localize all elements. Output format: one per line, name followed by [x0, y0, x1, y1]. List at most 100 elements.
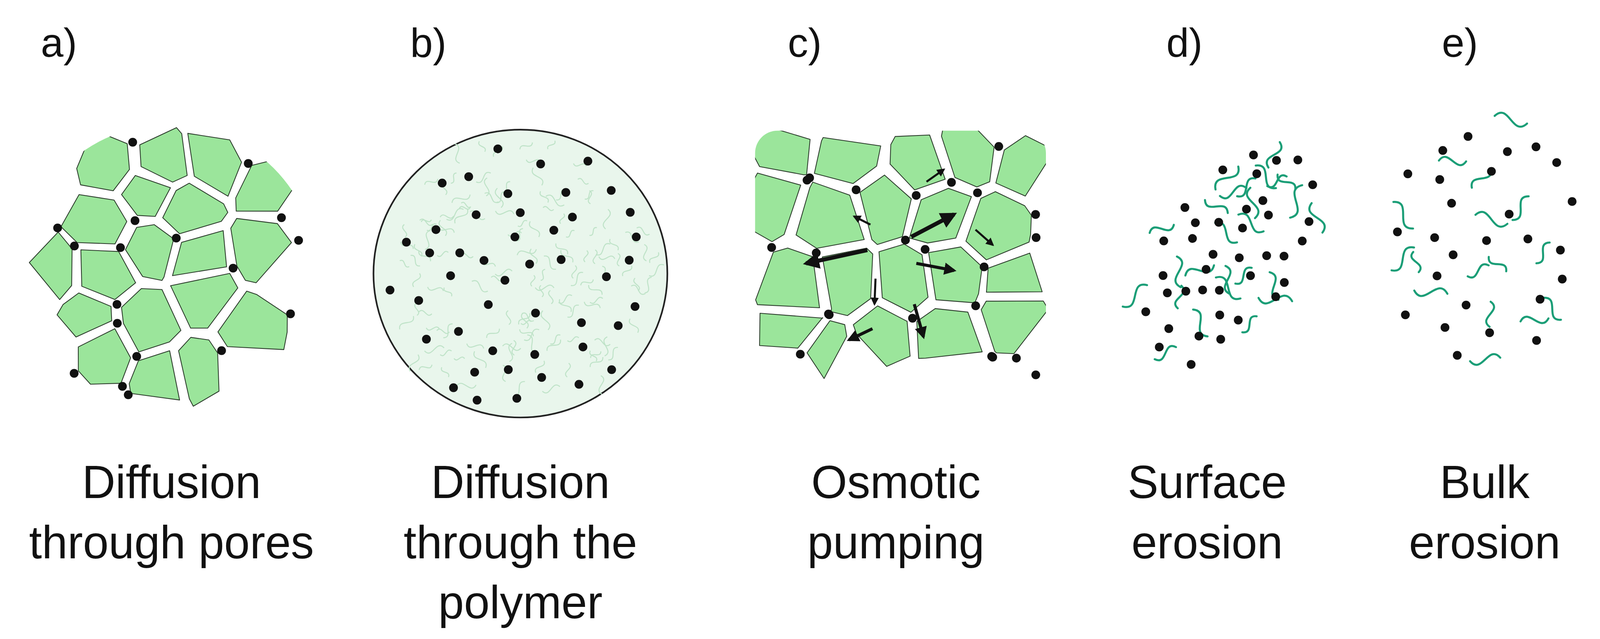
drug-particle: [385, 285, 395, 295]
polymer-texture: [517, 249, 537, 256]
polymer-texture: [589, 227, 597, 236]
panel-letter: a): [40, 18, 77, 68]
drug-particle: [1440, 322, 1450, 332]
drug-particle: [1432, 271, 1442, 280]
polymer-texture: [593, 249, 598, 264]
drug-particle: [1154, 342, 1164, 351]
polymer-texture: [609, 239, 619, 251]
drug-particle: [1191, 218, 1200, 227]
drug-particle: [824, 309, 833, 319]
polymer-texture: [598, 255, 615, 260]
drug-particle: [479, 255, 489, 265]
drug-particle: [971, 301, 980, 310]
drug-particle: [1567, 196, 1577, 206]
drug-particle: [549, 225, 558, 235]
polymer-chain: [1266, 142, 1282, 168]
polymer-texture: [520, 320, 531, 325]
polymer-texture: [454, 208, 468, 224]
polymer-texture: [550, 334, 561, 344]
polymer-fragment: [125, 224, 174, 281]
polymer-texture: [558, 294, 573, 304]
drug-particle: [1141, 307, 1151, 316]
drug-particle: [1279, 251, 1289, 261]
drug-particle: [421, 334, 431, 344]
drug-particle: [1502, 147, 1512, 156]
polymer-chain: [1543, 297, 1562, 320]
drug-particle: [116, 242, 125, 252]
drug-particle: [431, 224, 441, 234]
drug-particle: [1304, 217, 1314, 226]
polymer-texture: [542, 384, 560, 393]
polymer-chain: [1486, 301, 1494, 327]
polymer-texture: [644, 277, 652, 293]
polymer-texture: [414, 244, 423, 257]
polymer-texture: [424, 178, 438, 185]
drug-particle: [607, 365, 616, 374]
drug-particle: [128, 137, 137, 147]
drug-particle: [1214, 217, 1223, 227]
drug-particle: [1448, 250, 1458, 260]
drug-particle: [1158, 271, 1168, 280]
drug-particle: [228, 263, 238, 273]
drug-particle: [624, 255, 634, 265]
polymer-fragment: [230, 218, 292, 283]
drug-particle: [805, 173, 814, 182]
polymer-texture: [402, 224, 407, 238]
polymer-texture: [426, 326, 440, 330]
drug-particle: [118, 381, 127, 391]
drug-particle: [1215, 310, 1224, 319]
polymer-texture: [573, 163, 587, 167]
polymer-fragment: [860, 174, 912, 245]
polymer-chain: [1494, 112, 1528, 127]
polymer-texture: [443, 323, 453, 338]
drug-particle: [1180, 203, 1190, 212]
drug-particle: [908, 313, 917, 323]
drug-particle: [625, 207, 635, 217]
drug-particle: [1233, 315, 1243, 324]
polymer-texture: [608, 347, 619, 360]
polymer-texture: [469, 210, 485, 220]
drug-particle: [455, 248, 465, 258]
drug-particle: [453, 326, 463, 336]
drug-particle: [493, 144, 503, 153]
drug-particle: [630, 302, 640, 311]
polymer-texture: [543, 206, 554, 211]
panel-letter: e): [1441, 18, 1478, 68]
drug-particle: [53, 223, 62, 233]
polymer-texture: [473, 350, 487, 368]
pressure-arrows: [806, 169, 993, 340]
drug-particle: [1234, 253, 1244, 262]
polymer-texture: [595, 243, 611, 255]
polymer-fragment: [986, 252, 1043, 292]
polymer-chain: [1470, 353, 1501, 365]
drug-particle: [472, 395, 482, 405]
drug-particle: [510, 232, 520, 242]
drug-particle: [449, 383, 458, 392]
drug-particle: [425, 248, 434, 258]
polymer-chain: [1520, 316, 1549, 323]
drug-particle: [217, 345, 226, 355]
drug-particle: [1198, 285, 1207, 294]
drug-particle: [911, 190, 921, 200]
drug-particle: [1181, 286, 1190, 296]
panel-letter: c): [787, 18, 822, 68]
drug-particle: [414, 295, 423, 305]
polymer-texture: [424, 230, 431, 250]
polymer-fragment: [76, 133, 130, 191]
arrow: [806, 250, 868, 264]
drug-particle: [1201, 264, 1211, 274]
polymer-chain: [1175, 256, 1183, 287]
polymer-texture: [440, 349, 452, 356]
polymer-texture: [511, 340, 516, 355]
polymer-texture: [565, 230, 575, 237]
polymer-texture: [603, 209, 611, 229]
polymer-fragment: [29, 232, 72, 300]
polymer-texture: [410, 255, 420, 266]
polymer-texture: [535, 360, 545, 373]
polymer-texture: [424, 345, 445, 353]
polymer-fragment: [890, 134, 946, 190]
polymer-fragment: [795, 181, 864, 249]
drug-particle: [1463, 131, 1473, 141]
polymer-matrix: [373, 129, 668, 418]
polymer-texture: [466, 343, 484, 349]
